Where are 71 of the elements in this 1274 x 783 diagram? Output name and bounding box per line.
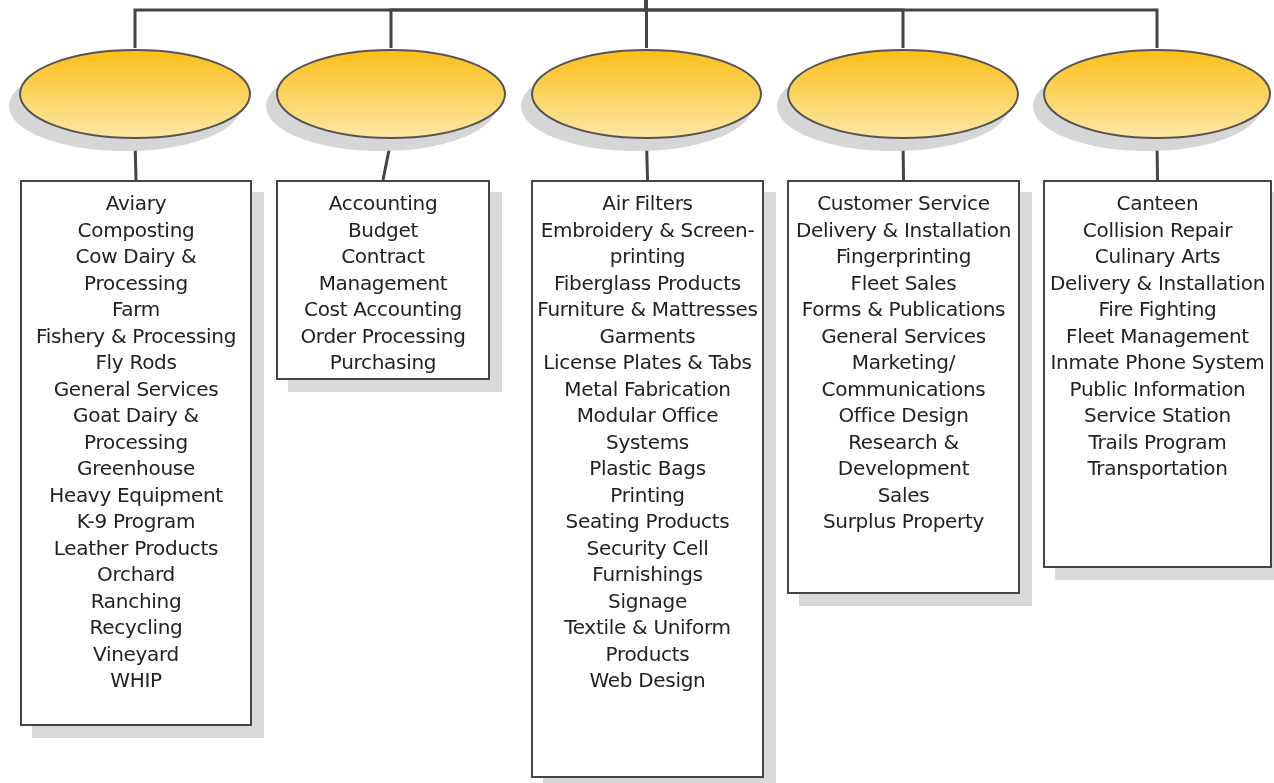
list-item: Marketing/ Communications <box>820 349 987 402</box>
list-item: Seating Products <box>564 508 731 535</box>
list-item: Purchasing <box>328 349 438 376</box>
oval-node <box>1042 48 1272 140</box>
list-item: Fire Fighting <box>1097 296 1218 323</box>
list-item: Fiberglass Products <box>553 269 742 296</box>
connector-line <box>1155 139 1159 181</box>
list-item: Contract Management <box>317 243 449 296</box>
connector-line <box>381 139 393 181</box>
list-item: Air Filters <box>601 190 694 217</box>
connector-line <box>901 139 905 181</box>
list-item: Fingerprinting <box>834 243 973 270</box>
list-item: Delivery & Installation <box>1049 269 1266 296</box>
list-item: General Services <box>52 375 220 402</box>
oval-node <box>786 48 1020 140</box>
list-item: Metal Fabrication <box>563 375 732 402</box>
list-item: Transportation <box>1086 455 1229 482</box>
list-item: Vineyard <box>91 640 180 667</box>
connector-line <box>644 0 1159 48</box>
list-item: Greenhouse <box>76 455 196 482</box>
list-item: Fly Rods <box>94 349 178 376</box>
oval-node <box>530 48 763 140</box>
list-item: Leather Products <box>52 534 220 561</box>
list-item: Forms & Publications <box>800 296 1007 323</box>
list-item: Aviary <box>104 190 168 217</box>
list-item: Order Processing <box>299 322 467 349</box>
list-item: Research & Development <box>836 428 971 482</box>
list-item: Goat Dairy & Processing <box>72 402 200 455</box>
connector-line <box>133 139 138 181</box>
list-item: Furniture & Mattresses <box>537 296 758 323</box>
list-item: Embroidery & Screen-printing <box>539 216 756 270</box>
list-item: Cost Accounting <box>303 296 463 323</box>
list-item: Web Design <box>588 667 707 694</box>
oval-node <box>275 48 507 140</box>
list-item: Textile & Uniform Products <box>563 614 732 667</box>
list-item: Fleet Management <box>1065 322 1250 349</box>
oval-node <box>18 48 252 140</box>
connector-line <box>645 139 649 181</box>
list-item: Delivery & Installation <box>794 216 1013 243</box>
list-item: Culinary Arts <box>1093 243 1222 270</box>
list-item: Collision Repair <box>1081 216 1234 243</box>
list-item: Accounting <box>327 190 439 217</box>
list-item: Recycling <box>88 614 184 641</box>
list-item: Budget <box>346 216 420 243</box>
list-item: Signage <box>607 587 688 614</box>
list-item: Customer Service <box>816 190 991 217</box>
list-item: Heavy Equipment <box>48 481 224 508</box>
list-item: License Plates & Tabs <box>542 349 753 376</box>
list-item: General Services <box>820 322 987 349</box>
list-item: Fleet Sales <box>849 269 958 296</box>
list-item: Public Information <box>1068 375 1247 402</box>
list-item: K-9 Program <box>75 508 197 535</box>
list-item: WHIP <box>109 667 163 694</box>
list-item: Composting <box>76 216 196 243</box>
list-item: Farm <box>110 296 162 323</box>
list-item: Orchard <box>96 561 176 588</box>
list-item: Cow Dairy & Processing <box>74 243 198 296</box>
list-item: Fishery & Processing <box>34 322 238 349</box>
list-item: Plastic Bags <box>588 455 707 482</box>
list-item: Trails Program <box>1087 428 1228 455</box>
list-item: Garments <box>598 322 697 349</box>
list-item: Inmate Phone System <box>1049 349 1266 376</box>
list-item: Surplus Property <box>821 508 986 535</box>
list-item: Service Station <box>1083 402 1232 429</box>
list-item: Ranching <box>89 587 183 614</box>
list-item: Office Design <box>837 402 970 429</box>
list-item: Canteen <box>1115 190 1200 217</box>
list-item: Printing <box>609 481 686 508</box>
list-item: Security Cell Furnishings <box>585 534 710 588</box>
list-item: Modular Office Systems <box>575 402 720 455</box>
list-item: Sales <box>876 481 931 508</box>
